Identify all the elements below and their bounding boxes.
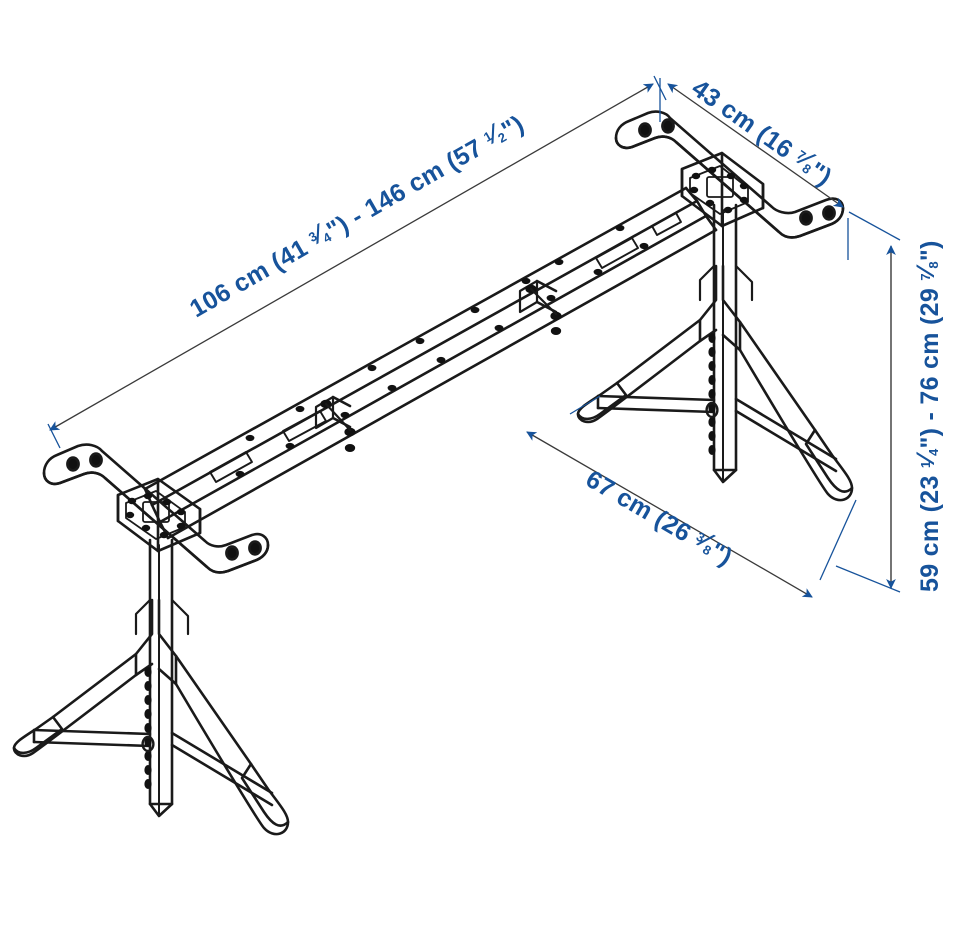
width-measure-line	[49, 83, 654, 431]
depth-measure-line	[667, 83, 844, 208]
dimension-frame-height: 59 cm (23 1⁄4") - 76 cm (29 7⁄8")	[835, 211, 944, 593]
height-extension-top	[848, 211, 901, 241]
right-leg-adjustment-holes	[708, 333, 716, 455]
left-leg-assembly	[12, 538, 290, 836]
height-dimension-label: 59 cm (23 1⁄4") - 76 cm (29 7⁄8")	[912, 240, 944, 592]
left-leg-adjustment-holes	[144, 667, 152, 789]
foot-extension-right	[819, 499, 857, 581]
foot-measure-line	[526, 431, 813, 598]
left-beam-mount-block	[116, 477, 202, 553]
foot-extension-left	[569, 395, 601, 415]
